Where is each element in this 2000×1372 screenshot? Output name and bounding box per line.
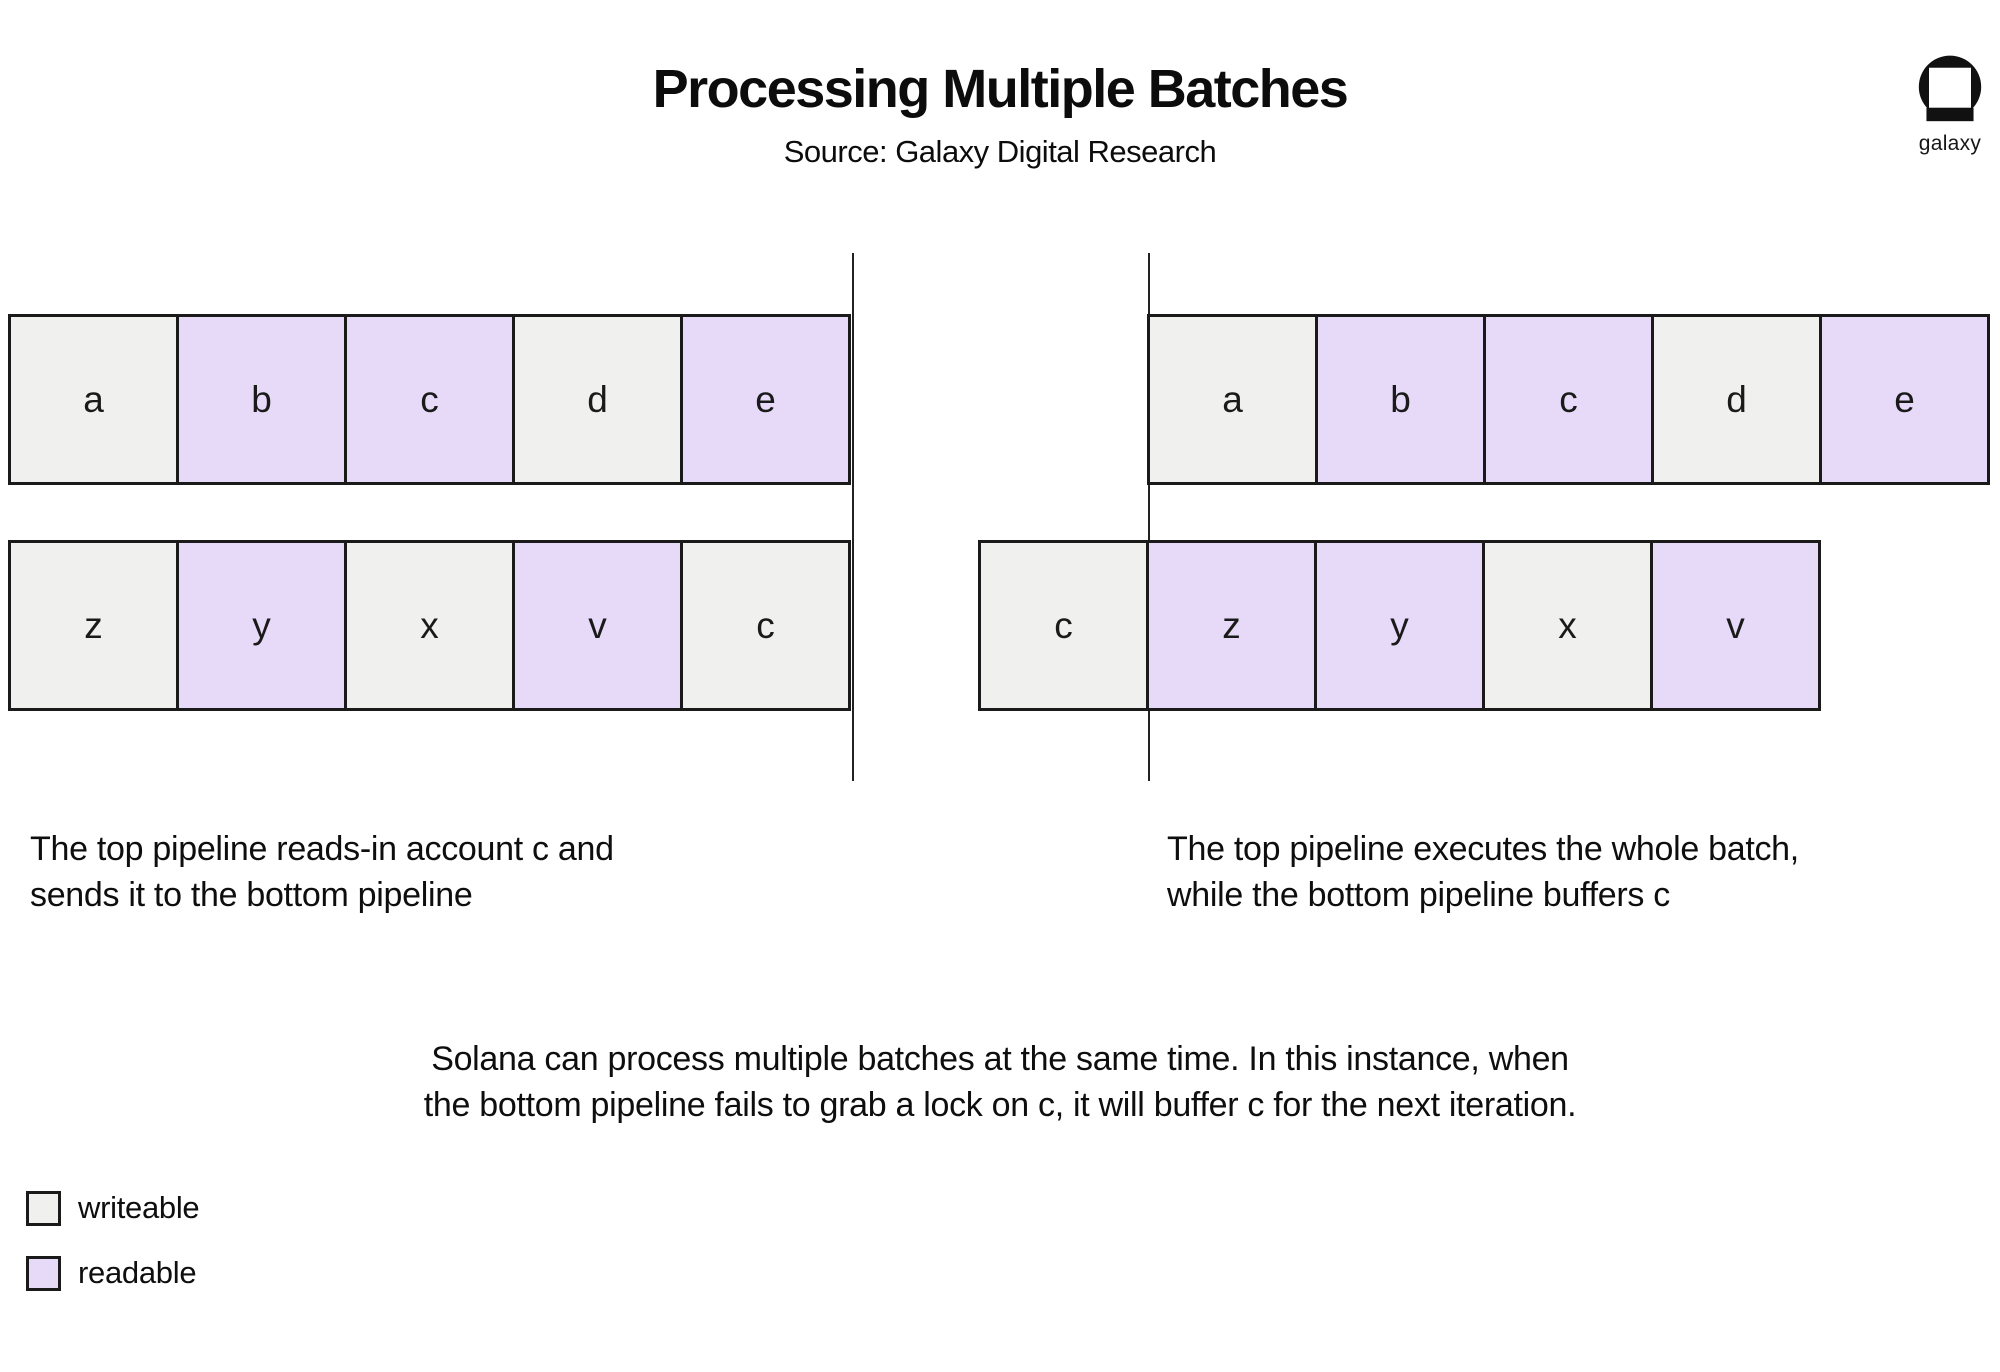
pipeline-box-b: b	[176, 314, 347, 485]
pipeline-box-label: d	[1726, 378, 1747, 420]
pipeline-row-left-top: a b c d e	[8, 314, 851, 485]
pipeline-box-b: b	[1315, 314, 1486, 485]
pipeline-box-label: y	[252, 604, 271, 646]
legend: writeable readable	[26, 1190, 200, 1320]
pipeline-box-a: a	[1147, 314, 1318, 485]
pipeline-box-label: c	[756, 604, 775, 646]
pipeline-box-label: b	[1390, 378, 1411, 420]
pipeline-box-v: v	[512, 540, 683, 711]
pipeline-box-label: e	[755, 378, 776, 420]
pipeline-box-label: v	[588, 604, 607, 646]
page-title: Processing Multiple Batches	[652, 59, 1349, 119]
galaxy-logo: galaxy	[1902, 55, 1998, 156]
pipeline-box-label: v	[1726, 604, 1745, 646]
galaxy-logo-label: galaxy	[1918, 132, 1982, 155]
galaxy-logo-icon	[1918, 55, 1982, 129]
caption-right-line1: The top pipeline executes the whole batc…	[1167, 830, 1799, 868]
pipeline-box-label: x	[420, 604, 439, 646]
pipeline-box-label: b	[251, 378, 272, 420]
pipeline-box-label: d	[587, 378, 608, 420]
pipeline-box-d: d	[512, 314, 683, 485]
pipeline-box-label: c	[1559, 378, 1578, 420]
legend-label-readable: readable	[78, 1255, 197, 1290]
pipeline-box-d: d	[1651, 314, 1822, 485]
caption-left-line2: sends it to the bottom pipeline	[30, 876, 473, 914]
pipeline-box-label: a	[83, 378, 104, 420]
summary-line2: the bottom pipeline fails to grab a lock…	[423, 1086, 1577, 1124]
pipeline-box-y: y	[176, 540, 347, 711]
summary-line1: Solana can process multiple batches at t…	[431, 1040, 1569, 1078]
pipeline-row-right-top: a b c d e	[1147, 314, 1990, 485]
header: Processing Multiple Batches Source: Gala…	[0, 58, 2000, 170]
source-subtitle: Source: Galaxy Digital Research	[783, 134, 1217, 169]
batch-boundary-line-left	[852, 253, 854, 781]
pipeline-box-label: a	[1222, 378, 1243, 420]
pipeline-box-label: y	[1390, 604, 1409, 646]
pipeline-box-e: e	[680, 314, 851, 485]
pipeline-box-c: c	[680, 540, 851, 711]
caption-right: The top pipeline executes the whole batc…	[1167, 826, 1799, 918]
pipeline-box-label: z	[1222, 604, 1241, 646]
pipeline-box-c: c	[1483, 314, 1654, 485]
pipeline-box-label: x	[1558, 604, 1577, 646]
pipeline-box-e: e	[1819, 314, 1990, 485]
legend-label-writeable: writeable	[78, 1190, 200, 1225]
caption-left: The top pipeline reads-in account c and …	[30, 826, 614, 918]
pipeline-box-v: v	[1650, 540, 1821, 711]
readable-swatch-icon	[26, 1255, 61, 1291]
writeable-swatch-icon	[26, 1190, 61, 1226]
pipeline-box-c: c	[344, 314, 515, 485]
caption-left-line1: The top pipeline reads-in account c and	[30, 830, 614, 868]
pipeline-box-y: y	[1314, 540, 1485, 711]
pipeline-box-z: z	[1146, 540, 1317, 711]
pipeline-box-label: c	[420, 378, 439, 420]
summary-text: Solana can process multiple batches at t…	[0, 1036, 2000, 1128]
legend-item-writeable: writeable	[26, 1190, 200, 1226]
pipeline-box-z: z	[8, 540, 179, 711]
batch-boundary-line-right	[1148, 253, 1150, 781]
pipeline-box-label: c	[1054, 604, 1073, 646]
pipeline-box-label: e	[1894, 378, 1915, 420]
pipeline-box-label: z	[84, 604, 103, 646]
pipeline-box-a: a	[8, 314, 179, 485]
caption-right-line2: while the bottom pipeline buffers c	[1167, 876, 1670, 914]
pipeline-box-x: x	[344, 540, 515, 711]
pipeline-box-x: x	[1482, 540, 1653, 711]
legend-item-readable: readable	[26, 1255, 199, 1291]
pipeline-box-c: c	[978, 540, 1149, 711]
